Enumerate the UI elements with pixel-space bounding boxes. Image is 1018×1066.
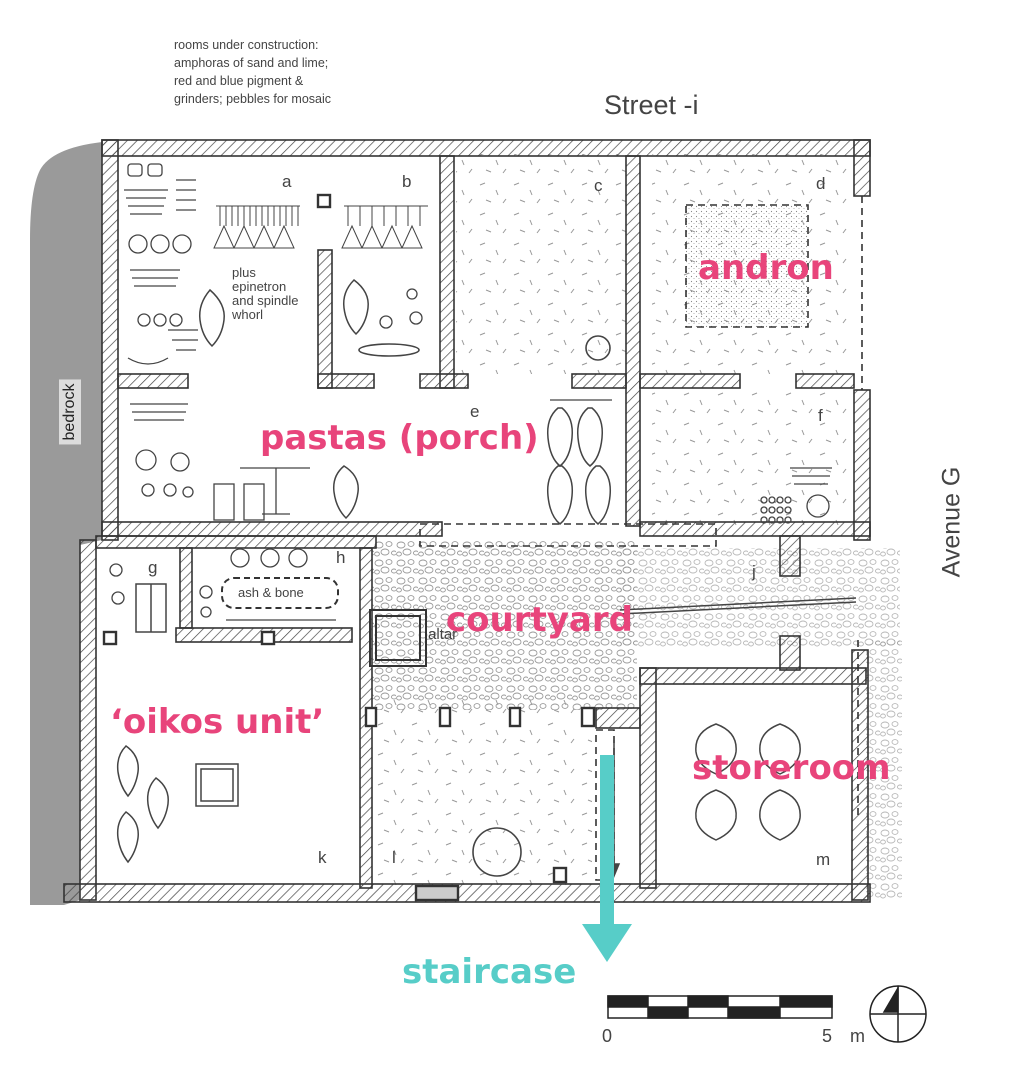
courtyard-pebbles [372,540,637,710]
avenue-label: Avenue G [937,466,966,578]
room-c-floor [456,154,626,374]
note-line-2: amphoras of sand and lime; [174,56,329,70]
note-line-3: red and blue pigment & [174,74,304,88]
room-letter-c: c [594,176,603,195]
loom-weights [213,205,428,249]
room-letter-h: h [336,548,346,567]
posts [102,193,596,902]
construction-note: rooms under construction: amphoras of sa… [174,36,331,108]
plus-line-3: and spindle [232,293,299,308]
andron-label: andron [698,248,834,288]
interior-walls [95,155,871,889]
note-line-1: rooms under construction: [174,38,319,52]
courtyard-label: courtyard [446,600,633,640]
altar [369,609,427,667]
plus-line-2: epinetron [232,279,287,294]
storeroom-label: storeroom [692,748,891,788]
pastas-label: pastas (porch) [260,418,539,458]
room-f-floor [652,390,852,526]
room-letter-m: m [816,850,831,869]
street-label: Street -i [604,90,699,120]
epinetron-note: plus epinetron and spindle whorl [232,266,299,322]
staircase-label: staircase [402,952,577,992]
small-vessels [109,163,832,621]
room-letter-j: j [752,562,756,581]
note-line-4: grinders; pebbles for mosaic [174,92,332,106]
north-arrow-icon [869,985,927,1043]
plus-line-1: plus [232,265,256,280]
oikos-label: ‘oikos unit’ [110,702,325,742]
room-letter-d: d [816,174,826,193]
bedrock-area [30,142,102,905]
ash-bone-label: ash & bone [238,585,304,600]
outer-walls [63,139,871,903]
room-letter-l: l [392,848,396,867]
bedrock-label: bedrock [59,379,81,445]
street-pebbles [620,548,900,648]
room-l-floor [372,700,592,886]
amphoras [116,279,801,864]
cisterns [358,335,611,877]
avenue-pebbles [866,640,902,900]
room-letter-g: g [148,558,158,577]
room-letter-a: a [282,172,292,191]
room-letter-e: e [470,402,480,421]
ash-bone-pit [221,577,339,609]
room-letter-k: k [318,848,327,867]
room-letter-b: b [402,172,412,191]
room-letter-f: f [818,406,823,425]
scale-five: 5 [822,1026,833,1046]
dashed-walls [419,196,863,881]
scale-zero: 0 [602,1026,613,1046]
scale-bar [607,995,833,1019]
altar-label: altar [428,626,458,643]
staircase-arrow [582,755,632,962]
plus-line-4: whorl [232,307,264,322]
andron-mosaic [686,205,808,327]
scale-unit: m [850,1026,865,1046]
